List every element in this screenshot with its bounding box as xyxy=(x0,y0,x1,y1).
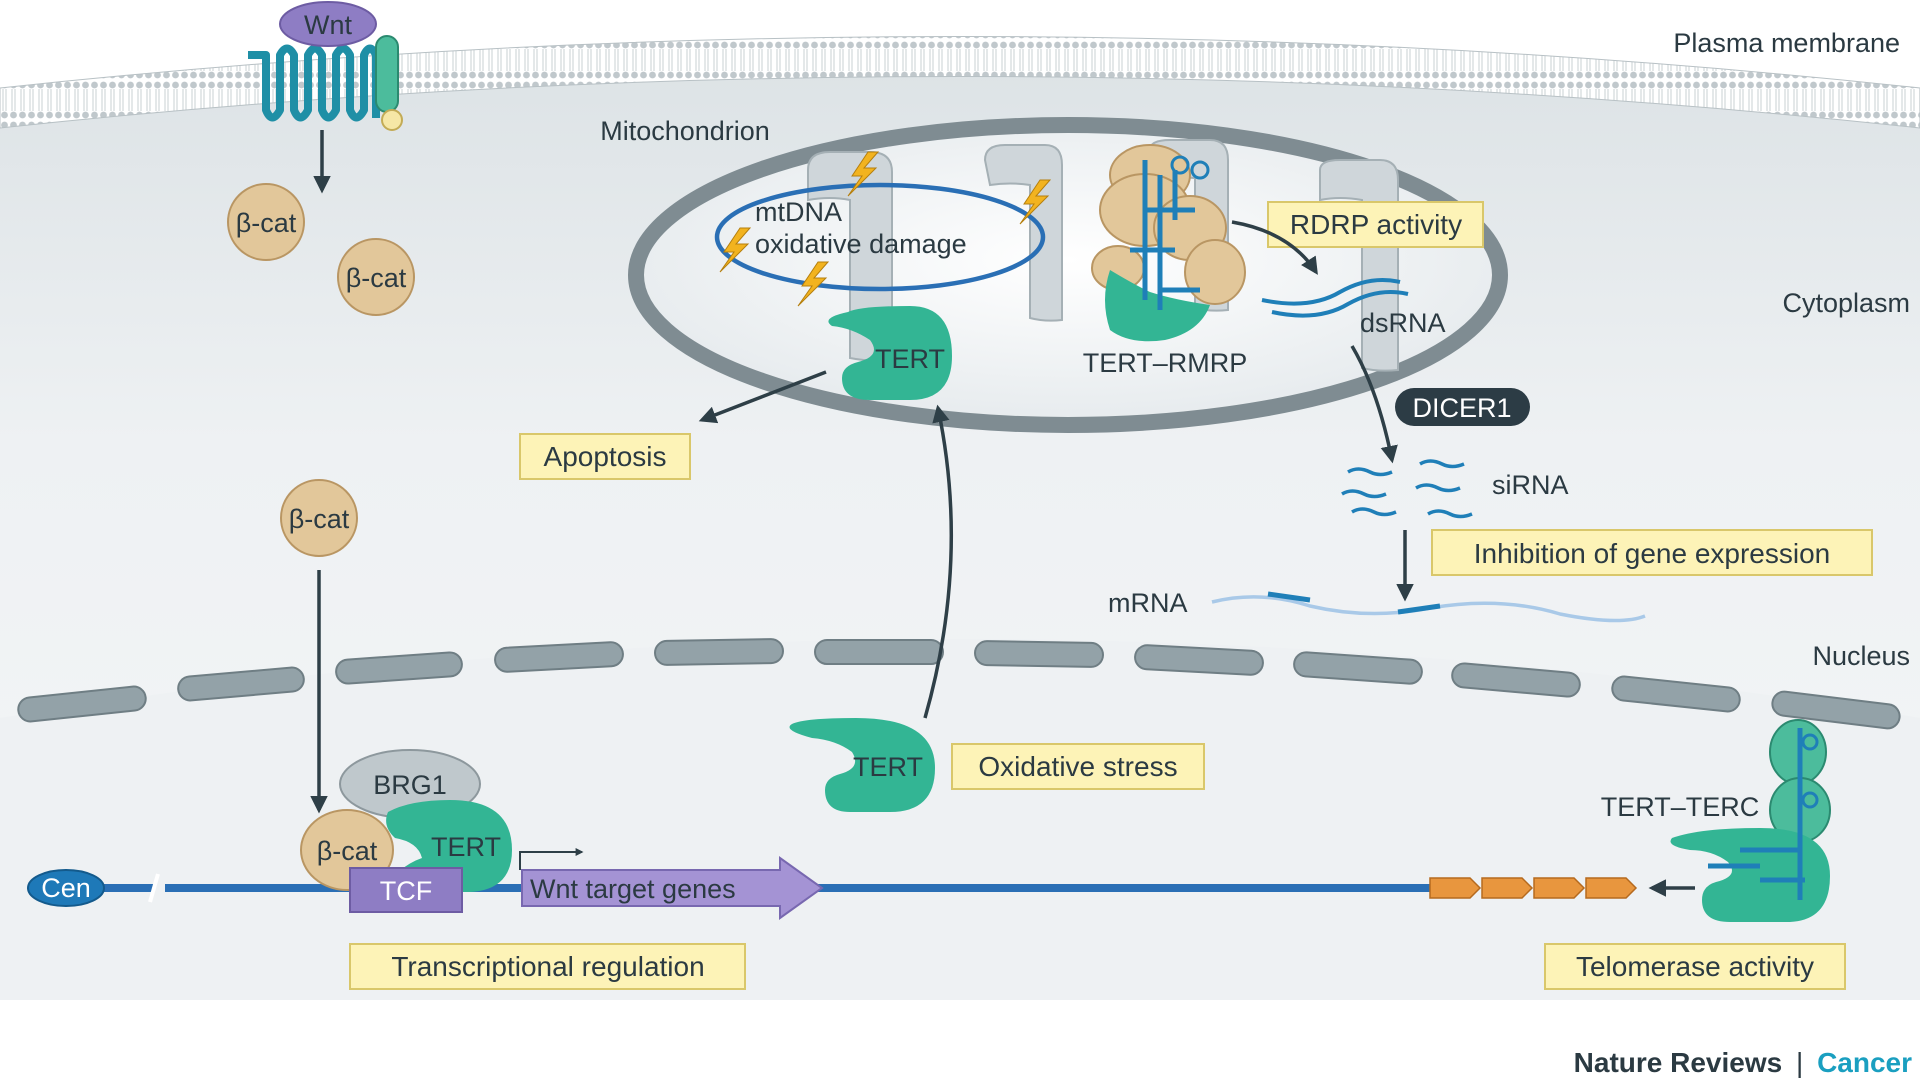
nucleus-label: Nucleus xyxy=(1812,641,1910,671)
beta-cat-3-label: β-cat xyxy=(289,504,350,534)
dsrna-strand-2 xyxy=(1271,290,1409,318)
lightning-icon xyxy=(1019,179,1052,225)
lightning-icon xyxy=(797,261,830,307)
tcf-label: TCF xyxy=(380,876,432,906)
plasma-membrane-label: Plasma membrane xyxy=(1673,28,1900,58)
tert-terc-label: TERT–TERC xyxy=(1601,792,1760,822)
beta-cat-1-label: β-cat xyxy=(236,208,297,238)
sirna-label: siRNA xyxy=(1492,470,1569,500)
tert-transcription-label: TERT xyxy=(431,832,501,862)
telomerase-activity-box xyxy=(1544,943,1846,990)
beta-cat-1 xyxy=(227,183,305,261)
transcriptional-regulation-text: Transcriptional regulation xyxy=(391,951,704,982)
arrow-tert-to-mitochondrion xyxy=(923,404,953,719)
nucleus-region xyxy=(0,639,1920,1000)
beta-cat-2-label: β-cat xyxy=(346,263,407,293)
cytoplasm-label: Cytoplasm xyxy=(1782,288,1910,318)
tert-mitochondrial-label: TERT xyxy=(875,344,945,374)
inhibition-text: Inhibition of gene expression xyxy=(1474,538,1830,569)
mtdna-label: mtDNA xyxy=(755,197,842,227)
tert-nuclear-label: TERT xyxy=(853,752,923,782)
frizzled-receptor xyxy=(248,35,403,131)
apoptosis-box xyxy=(519,433,691,480)
arrow-tert-to-apoptosis xyxy=(698,370,827,424)
dsrna-label: dsRNA xyxy=(1360,308,1446,338)
dicer1-badge xyxy=(1395,388,1530,426)
arrow-dsrna-to-sirna xyxy=(1350,345,1398,464)
rdrp-activity-text: RDRP activity xyxy=(1290,209,1462,240)
mrna-label: mRNA xyxy=(1108,588,1188,618)
rdrp-activity-box xyxy=(1267,201,1484,248)
dicer1-label: DICER1 xyxy=(1412,393,1511,423)
wnt-target-genes-arrow xyxy=(521,856,824,920)
tert-rmrp-complex xyxy=(1091,144,1246,342)
wnt-label: Wnt xyxy=(304,10,353,40)
journal-name: Nature Reviews xyxy=(1574,1047,1783,1078)
oxidative-damage-label: oxidative damage xyxy=(755,229,967,259)
mitochondrion-label: Mitochondrion xyxy=(600,116,770,146)
wnt-target-genes-label: Wnt target genes xyxy=(530,874,736,904)
telomerase-activity-text: Telomerase activity xyxy=(1576,951,1814,982)
lightning-icons xyxy=(719,151,1052,307)
telomere-repeats xyxy=(1429,877,1638,899)
lightning-icon xyxy=(719,227,752,273)
journal-separator: | xyxy=(1796,1047,1803,1078)
tert-mitochondrial xyxy=(828,306,952,400)
lightning-icon xyxy=(847,151,880,197)
tert-nuclear xyxy=(789,718,935,812)
transcription-start-arrow xyxy=(519,848,584,870)
journal-credit: Nature Reviews | Cancer xyxy=(1574,1047,1912,1078)
brg1-label: BRG1 xyxy=(373,770,447,800)
oxidative-stress-text: Oxidative stress xyxy=(978,751,1177,782)
mtdna-ring xyxy=(714,182,1046,292)
tert-rmrp-label: TERT–RMRP xyxy=(1083,348,1248,378)
centromere xyxy=(27,869,105,907)
beta-cat-3 xyxy=(280,479,358,557)
tert-terc-complex xyxy=(1670,719,1831,922)
tcf-protein xyxy=(349,867,463,913)
wnt-ligand xyxy=(279,1,377,47)
beta-cat-2 xyxy=(337,238,415,316)
oxidative-stress-box xyxy=(951,743,1205,790)
journal-section: Cancer xyxy=(1817,1047,1912,1078)
transcriptional-regulation-box xyxy=(349,943,746,990)
arrow-rmrp-to-dsrna xyxy=(1231,220,1318,275)
inhibition-box xyxy=(1431,529,1873,576)
sirna-fragments xyxy=(1341,459,1473,519)
apoptosis-text: Apoptosis xyxy=(544,441,667,472)
nuclear-envelope xyxy=(17,638,1901,730)
centromere-label: Cen xyxy=(41,873,91,903)
dsrna-strand-1 xyxy=(1261,278,1401,306)
plasma-membrane xyxy=(0,36,1920,129)
beta-cat-nuclear-label: β-cat xyxy=(317,836,378,866)
